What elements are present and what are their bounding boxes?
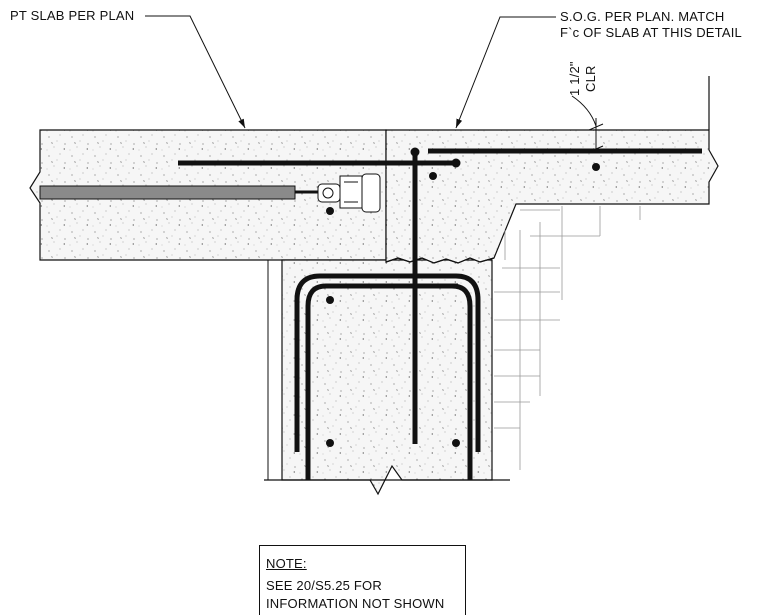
- cold-joint-line: [385, 257, 495, 264]
- note-line-1: SEE 20/S5.25 FOR: [266, 578, 382, 593]
- pt-slab-leader: [145, 15, 246, 129]
- pt-tendon: [39, 185, 296, 200]
- clear-cover-label: 1 1/2" CLR: [550, 60, 610, 100]
- beam: [281, 259, 493, 496]
- note-title: NOTE:: [266, 556, 307, 571]
- clear-cover-abbrev: CLR: [583, 65, 598, 92]
- clear-cover-value: 1 1/2": [567, 61, 582, 96]
- rebar-dot: [410, 147, 420, 157]
- sog-label: S.O.G. PER PLAN. MATCH F`c OF SLAB AT TH…: [560, 9, 742, 41]
- soil-hatch: [494, 206, 641, 470]
- rebar-dot: [451, 158, 461, 168]
- sog-label-line1: S.O.G. PER PLAN. MATCH: [560, 9, 725, 24]
- clear-cover-dimension: [571, 95, 604, 153]
- stirrup-outer: [294, 273, 481, 452]
- note-box: NOTE: SEE 20/S5.25 FOR INFORMATION NOT S…: [259, 545, 466, 615]
- sog-leader: [455, 16, 556, 129]
- pt-anchor: [317, 173, 381, 213]
- rebar-dots: [326, 163, 600, 447]
- note-line-2: INFORMATION NOT SHOWN: [266, 596, 445, 611]
- sog-label-line2: F`c OF SLAB AT THIS DETAIL: [560, 25, 742, 40]
- pt-slab-label: PT SLAB PER PLAN: [10, 8, 135, 23]
